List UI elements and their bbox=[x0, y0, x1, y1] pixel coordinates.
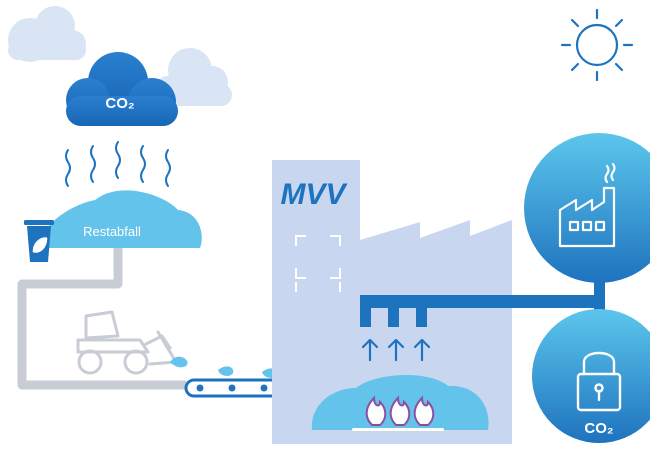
arrow-up-icon bbox=[361, 338, 431, 362]
storage-co2-label: CO₂ bbox=[584, 420, 613, 437]
waste-transfer-pipe bbox=[17, 245, 186, 390]
flame-icon bbox=[365, 395, 435, 426]
padlock-icon bbox=[576, 351, 622, 412]
bulldozer-icon bbox=[76, 310, 178, 375]
trash-bin-icon bbox=[24, 220, 54, 262]
sun-icon bbox=[560, 8, 634, 82]
heat-wave-icon bbox=[65, 141, 171, 187]
leaf-icon bbox=[32, 237, 48, 253]
waste-pile-label: Restabfall bbox=[83, 224, 141, 239]
cloud-co2-label: CO₂ bbox=[105, 95, 134, 112]
cloud-icon bbox=[66, 52, 178, 126]
building-window-frame bbox=[295, 235, 341, 292]
logo-text: MVV bbox=[280, 178, 348, 211]
co2-emission-cloud: CO₂ bbox=[66, 52, 178, 126]
flue-gas-duct bbox=[360, 252, 605, 338]
background-cloud-left bbox=[8, 6, 86, 62]
company-logo: MVV bbox=[280, 178, 348, 211]
combustion-pile bbox=[311, 374, 489, 431]
co2-storage-circle: CO₂ bbox=[532, 309, 650, 443]
factory-icon bbox=[558, 162, 616, 248]
waste-pile: Restabfall bbox=[40, 190, 202, 248]
factory-circle bbox=[524, 133, 650, 283]
